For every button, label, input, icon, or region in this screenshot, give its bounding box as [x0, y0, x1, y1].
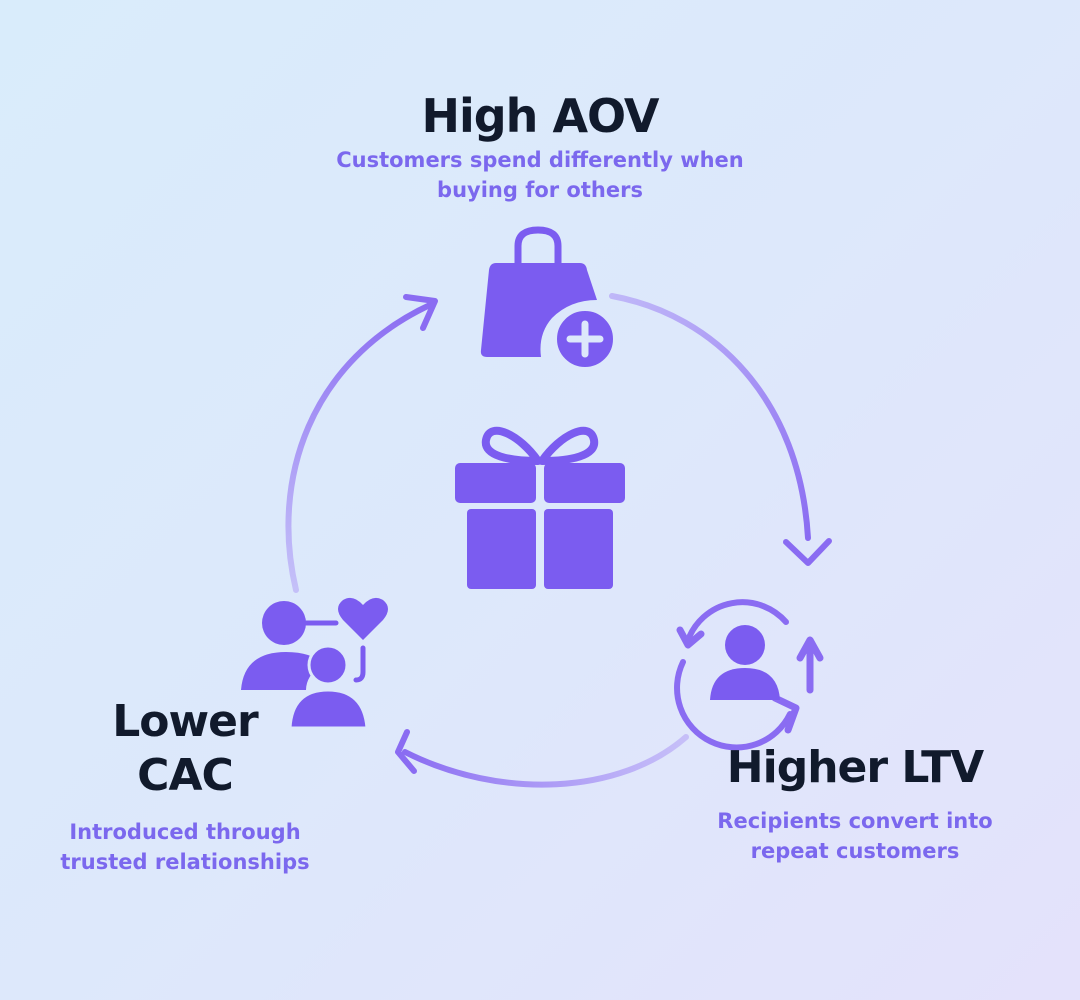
- node-title-higher-ltv: Higher LTV: [726, 742, 984, 793]
- gift-icon: [455, 426, 625, 589]
- repeat-customer-icon: [674, 599, 824, 751]
- node-title-lower-cac-line2: CAC: [137, 750, 234, 801]
- node-description-lower-cac: Introduced through trusted relationships: [60, 820, 310, 874]
- arrow-top-to-right: [609, 293, 832, 566]
- referral-heart-icon: [241, 597, 388, 730]
- node-description-high-aov: Customers spend differently when buying …: [336, 148, 744, 202]
- node-title-high-aov: High AOV: [421, 89, 659, 143]
- node-title-lower-cac: Lower CAC: [70, 695, 300, 803]
- node-description-higher-ltv: Recipients convert into repeat customers: [717, 809, 993, 863]
- shopping-bag-plus-icon: [480, 226, 619, 373]
- arrow-right-to-left: [395, 729, 689, 788]
- arrow-left-to-top: [285, 294, 438, 593]
- node-title-lower-cac-line1: Lower: [112, 696, 258, 747]
